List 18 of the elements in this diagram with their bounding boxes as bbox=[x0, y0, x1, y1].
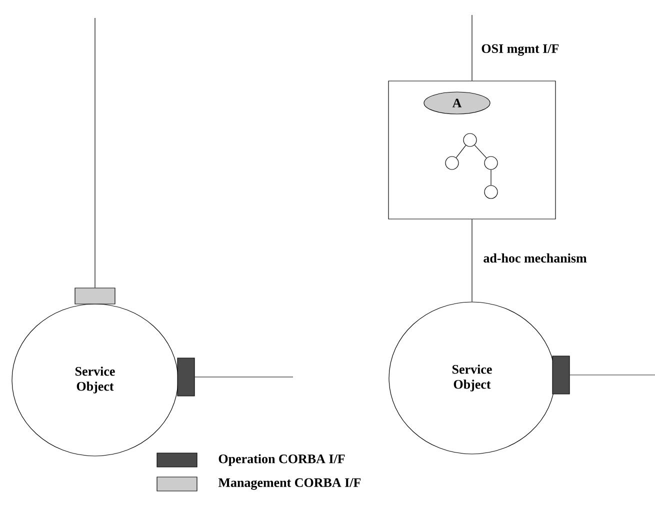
agent-box bbox=[388, 80, 556, 220]
tree-node-circle bbox=[463, 133, 477, 147]
tree-node-circle bbox=[445, 156, 459, 170]
legend-label: Operation CORBA I/F bbox=[218, 454, 345, 466]
edge-label: ad-hoc mechanism bbox=[482, 252, 588, 264]
connector-line bbox=[456, 145, 466, 158]
tree-node-circle bbox=[484, 185, 498, 199]
operation-port bbox=[552, 356, 570, 394]
tree-node-circle bbox=[484, 156, 498, 170]
connector-line bbox=[490, 170, 492, 186]
connector-line bbox=[570, 374, 655, 376]
edge-label: OSI mgmt I/F bbox=[480, 43, 560, 57]
connector-line bbox=[94, 18, 96, 288]
connector-line bbox=[474, 144, 487, 158]
management-port bbox=[74, 288, 116, 304]
legend-label: Management CORBA I/F bbox=[218, 478, 361, 490]
connector-line bbox=[194, 376, 294, 378]
operation-port bbox=[177, 358, 195, 396]
